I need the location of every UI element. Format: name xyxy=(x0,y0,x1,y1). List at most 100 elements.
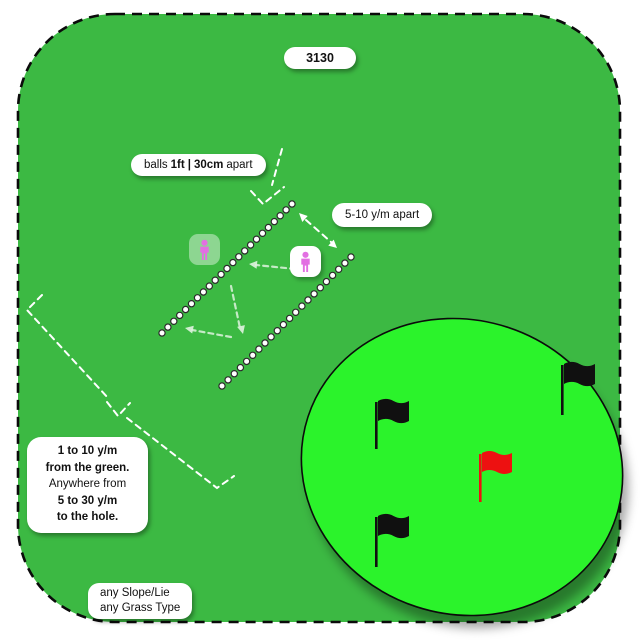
distance-info-box: 1 to 10 y/m from the green. Anywhere from 5… xyxy=(27,437,148,533)
practice-ball xyxy=(282,206,290,214)
player-icon xyxy=(290,246,324,280)
practice-ball xyxy=(252,235,261,243)
practice-ball xyxy=(310,290,318,298)
practice-ball xyxy=(164,323,172,331)
practice-ball xyxy=(322,277,331,286)
label-word: apart xyxy=(226,159,253,171)
practice-ball xyxy=(187,300,196,308)
drill-number: 3130 xyxy=(306,51,334,65)
throw-path-arrows xyxy=(185,260,297,339)
practice-ball xyxy=(242,357,251,366)
hole-flag-black-icon xyxy=(375,513,409,567)
connector-stem xyxy=(271,148,283,186)
arrowhead xyxy=(237,325,245,334)
hole-flag-red-icon xyxy=(479,451,512,502)
practice-ball xyxy=(270,217,278,226)
spacing-chevron xyxy=(250,186,285,206)
throw-arrow-line xyxy=(229,284,242,330)
practice-ball xyxy=(298,302,306,310)
practice-ball xyxy=(288,200,296,208)
arrowhead xyxy=(328,239,337,248)
practice-ball xyxy=(246,241,255,249)
condition-line: any Grass Type xyxy=(100,601,181,614)
practice-ball xyxy=(170,317,178,325)
practice-ball xyxy=(235,253,243,261)
label-value: 30cm xyxy=(193,159,224,171)
person-glyph-body xyxy=(200,246,209,260)
practice-ball xyxy=(248,351,257,359)
practice-ball xyxy=(240,247,249,255)
practice-ball xyxy=(211,276,219,284)
ball-spacing-label: balls 1ft | 30cm apart xyxy=(131,154,266,176)
throw-arrow-line xyxy=(190,328,233,339)
practice-ball xyxy=(193,294,202,302)
practice-ball xyxy=(316,284,324,292)
practice-ball xyxy=(236,363,245,372)
hole-flag-black-icon xyxy=(561,361,595,415)
practice-ball xyxy=(199,288,208,296)
distance-arrow-line xyxy=(305,219,332,243)
label-separator: | xyxy=(187,159,191,171)
row-distance-text: 5-10 y/m apart xyxy=(345,209,420,221)
ball-row-2 xyxy=(218,253,355,390)
practice-ball xyxy=(229,258,237,267)
practice-ball xyxy=(267,333,275,341)
hole-flag-black-icon xyxy=(375,398,409,449)
practice-ball xyxy=(276,211,284,220)
drill-number-badge: 3130 xyxy=(284,47,356,69)
label-word: balls xyxy=(144,159,168,171)
practice-ball xyxy=(181,305,190,314)
conditions-lines: any Slope/Lie any Grass Type xyxy=(100,586,180,615)
label-value: 1ft xyxy=(170,159,185,171)
condition-line: any Slope/Lie xyxy=(100,587,170,599)
practice-ball xyxy=(217,270,225,279)
conditions-label: any Slope/Lie any Grass Type xyxy=(88,583,193,619)
person-glyph-body xyxy=(301,258,310,272)
practice-ball xyxy=(273,327,281,335)
practice-ball xyxy=(261,339,269,347)
practice-ball xyxy=(292,308,300,316)
practice-ball xyxy=(158,329,166,337)
ball-spacing-connector xyxy=(250,148,285,206)
putting-green-surface xyxy=(300,317,624,617)
zone-edge-upper xyxy=(25,294,110,400)
practice-ball xyxy=(223,264,231,273)
arrowhead xyxy=(299,213,308,222)
player-ghost-icon xyxy=(189,234,220,265)
practice-ball xyxy=(304,296,312,304)
person-glyph-head xyxy=(201,239,208,246)
distance-arrow xyxy=(299,213,337,248)
info-line: 5 to 30 y/m xyxy=(57,494,118,507)
zone-notch-chevron xyxy=(106,401,131,418)
info-line: 1 to 10 y/m xyxy=(57,445,118,457)
arrowhead xyxy=(249,260,258,269)
info-line: to the hole. xyxy=(56,511,119,523)
practice-ball xyxy=(285,314,294,323)
flag-banner xyxy=(378,398,409,424)
info-line: from the green. xyxy=(45,461,130,474)
info-line: Anywhere from xyxy=(48,478,127,490)
practice-ball xyxy=(264,223,273,232)
flag-banner xyxy=(378,513,409,539)
practice-ball xyxy=(205,282,213,290)
practice-ball xyxy=(230,370,238,378)
flag-banner xyxy=(482,451,512,474)
practice-ball xyxy=(341,259,349,267)
arrowhead xyxy=(185,325,194,334)
zone-edge-lower xyxy=(126,417,235,490)
practice-ball xyxy=(255,345,263,353)
person-glyph-head xyxy=(302,251,309,258)
practice-ball xyxy=(347,253,355,261)
throw-arrow-line xyxy=(254,263,297,271)
practice-ball xyxy=(279,320,288,329)
practice-ball xyxy=(218,382,226,390)
ball-row-1 xyxy=(158,200,296,337)
practice-ball xyxy=(335,265,343,273)
target-zone-outline xyxy=(25,294,235,490)
practice-ball xyxy=(258,229,267,237)
practice-ball xyxy=(175,311,184,320)
info-box-lines: 1 to 10 y/m from the green. Anywhere from 5… xyxy=(27,443,148,526)
practice-ball xyxy=(224,376,232,384)
